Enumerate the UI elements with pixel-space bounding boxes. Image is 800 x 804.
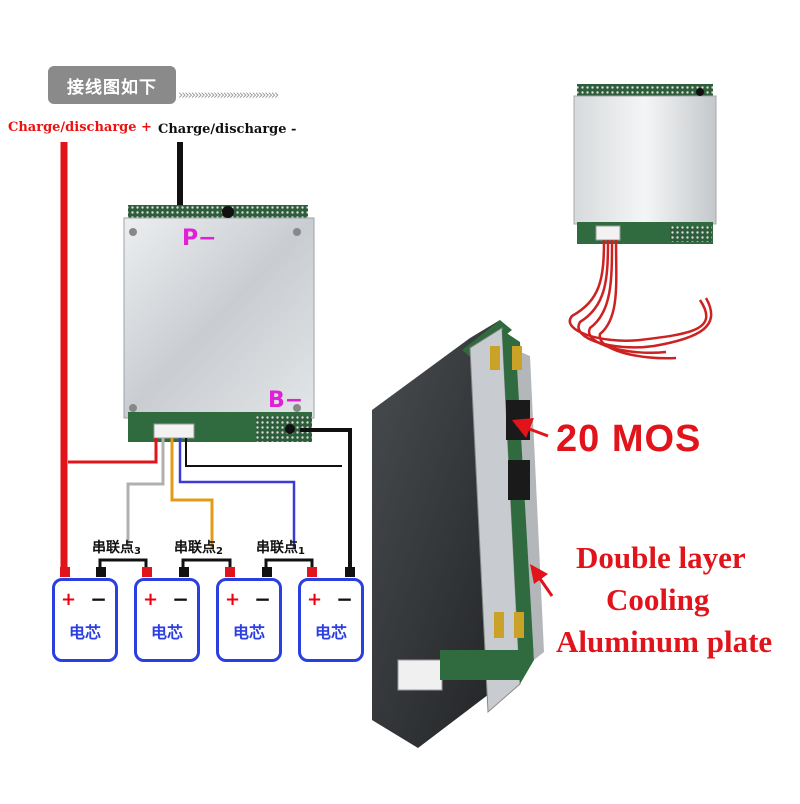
- cell-minus-terminal: −: [336, 587, 353, 611]
- header-chevrons: ›››››››››››››››››››››››››››››››: [178, 90, 279, 102]
- negative-wire-label: Charge/discharge -: [158, 122, 297, 137]
- b-minus-wire: [300, 428, 352, 572]
- cooling-arrow: [530, 564, 554, 597]
- battery-cell: + − 电芯: [216, 578, 282, 662]
- series-point-num: 2: [216, 546, 223, 557]
- p-minus-label: P−: [182, 226, 217, 251]
- mos-arrow: [512, 418, 549, 438]
- battery-cell: + − 电芯: [52, 578, 118, 662]
- cell-minus-terminal: −: [254, 587, 271, 611]
- series-point-label: 串联点: [92, 540, 134, 556]
- series-point-num: 3: [134, 546, 141, 557]
- balance-wires: [68, 438, 342, 548]
- bms-board-main: [123, 205, 315, 442]
- cooling-callout-line1: Double layer: [576, 540, 746, 575]
- cell-minus-terminal: −: [90, 587, 107, 611]
- series-point-label: 串联点: [174, 540, 216, 556]
- bms-board-top-right: [568, 84, 717, 360]
- cell-name: 电芯: [150, 623, 183, 642]
- mos-callout: 20 MOS: [556, 418, 702, 460]
- cell-plus-terminal: +: [143, 589, 159, 610]
- cell-plus-terminal: +: [225, 589, 241, 610]
- cell-plus-terminal: +: [307, 589, 323, 610]
- cooling-callout-line3: Aluminum plate: [556, 624, 773, 659]
- battery-cell: + − 电芯: [298, 578, 364, 662]
- battery-cell: + − 电芯: [134, 578, 200, 662]
- cell-minus-terminal: −: [172, 587, 189, 611]
- series-point-2: 串联点2: [174, 537, 223, 557]
- series-point-label: 串联点: [256, 540, 298, 556]
- cell-plus-terminal: +: [61, 589, 77, 610]
- bms-board-side-view: [372, 320, 544, 748]
- series-point-1: 串联点1: [256, 537, 305, 557]
- series-point-3: 串联点3: [92, 537, 141, 557]
- positive-wire-label: Charge/discharge +: [8, 120, 152, 135]
- b-minus-label: B−: [268, 388, 304, 413]
- cell-name: 电芯: [314, 623, 347, 642]
- cooling-callout-line2: Cooling: [606, 582, 710, 617]
- header-label: 接线图如下: [48, 66, 176, 104]
- cell-name: 电芯: [68, 623, 101, 642]
- series-point-num: 1: [298, 546, 305, 557]
- series-links: [60, 558, 355, 577]
- cell-name: 电芯: [232, 623, 265, 642]
